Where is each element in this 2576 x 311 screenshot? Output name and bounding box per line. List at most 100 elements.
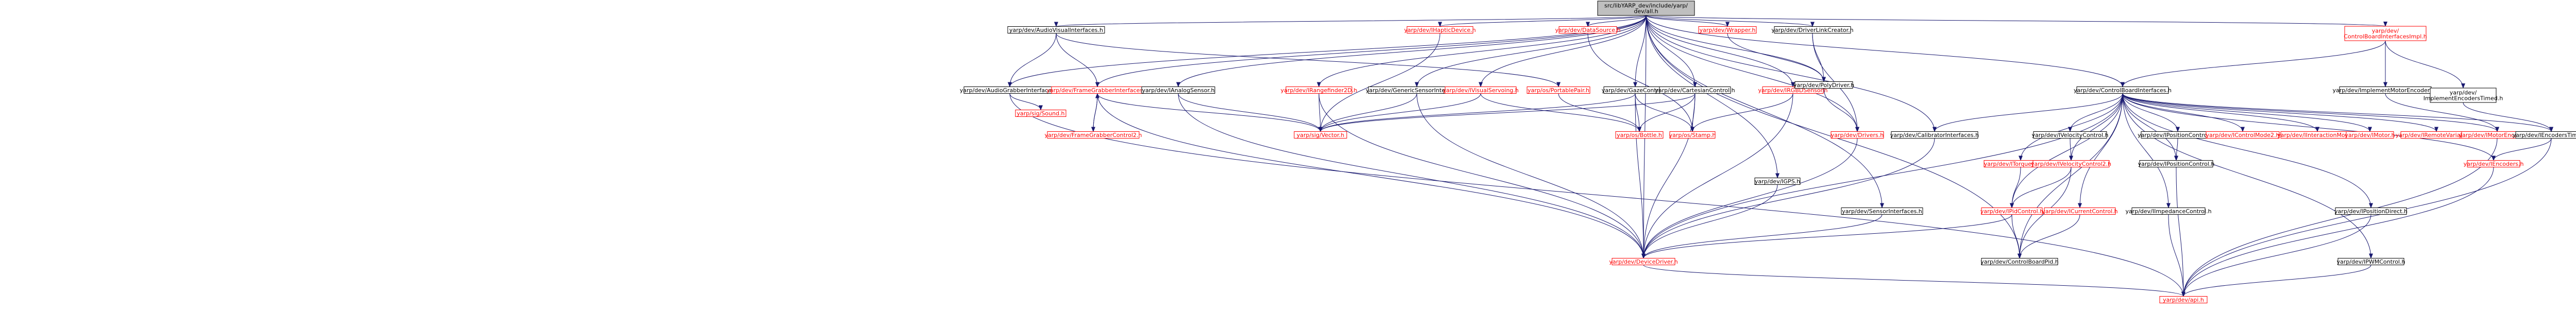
edge-gps-to-devicedriver xyxy=(1641,184,1778,259)
edge-analogsensor-to-vector xyxy=(1178,93,1323,132)
node-api[interactable]: yarp/dev/api.h xyxy=(2159,296,2208,304)
node-box-ivelocity2 xyxy=(2032,160,2110,167)
node-drivers[interactable]: yarp/dev/Drivers.h xyxy=(1831,131,1884,139)
edge-cbi-to-imotor xyxy=(2122,93,2372,132)
edge-root-to-rgbd xyxy=(1646,15,1795,88)
node-haptic[interactable]: yarp/dev/IHapticDevice.h xyxy=(1404,26,1476,34)
node-label-ipositioncontrol: yarp/dev/IPositionControl.h xyxy=(2138,161,2215,167)
node-label-visualservo: yarp/dev/IVisualServoing.h xyxy=(1443,87,1519,94)
node-label-polydriver: yarp/dev/PolyDriver.h xyxy=(1793,82,1854,89)
node-fgcontrol2[interactable]: yarp/dev/FrameGrabberControl2.h xyxy=(1045,131,1142,139)
node-box-iencoders xyxy=(2467,160,2520,167)
node-label-vector: yarp/sig/Vector.h xyxy=(1297,132,1344,139)
edge-ipwm-to-api xyxy=(2181,265,2371,297)
node-cbpid[interactable]: yarp/dev/ControlBoardPid.h xyxy=(1980,258,2059,266)
node-iinteraction[interactable]: yarp/dev/IInteractionMode.h xyxy=(2277,131,2358,139)
node-visualservo[interactable]: yarp/dev/IVisualServoing.h xyxy=(1443,87,1519,94)
edge-ivelocity-to-ivelocity2 xyxy=(2069,138,2073,161)
edge-cartesian-to-vector xyxy=(1318,93,1696,132)
node-icontrolmode[interactable]: yarp/dev/IControlMode2.h xyxy=(2206,131,2280,139)
node-label-icontrolmode: yarp/dev/IControlMode2.h xyxy=(2206,132,2280,139)
node-analogsensor[interactable]: yarp/dev/IAnalogSensor.h xyxy=(1141,87,1215,94)
node-stamp[interactable]: yarp/os/Stamp.h xyxy=(1669,131,1716,139)
node-datasource[interactable]: yarp/dev/DataSource.h xyxy=(1555,26,1621,34)
edge-gazecontrol-to-vector xyxy=(1318,93,1636,132)
edge-cbi-to-ipositioncontrol2 xyxy=(2122,93,2180,132)
node-calibrator[interactable]: yarp/dev/CalibratorInterfaces.h xyxy=(1890,131,1979,139)
node-rangefinder[interactable]: yarp/dev/IRangefinder2D.h xyxy=(1281,87,1358,94)
node-label-ipid: yarp/dev/IPidControl.h xyxy=(1980,208,2043,215)
node-cartesian[interactable]: yarp/dev/CartesianControl.h xyxy=(1655,87,1735,94)
node-sound[interactable]: yarp/sig/Sound.h xyxy=(1015,110,1066,117)
edge-rgbd-to-stamp xyxy=(1690,93,1793,132)
node-box-calibrator xyxy=(1891,131,1978,139)
edge-cbi_impl-to-implenctimed xyxy=(2385,40,2465,89)
node-icurrent[interactable]: yarp/dev/ICurrentControl.h xyxy=(2042,208,2118,215)
node-ipid[interactable]: yarp/dev/IPidControl.h xyxy=(1980,208,2043,215)
node-box-portablepair xyxy=(1527,87,1590,94)
node-devicedriver[interactable]: yarp/dev/DeviceDriver.h xyxy=(1609,258,1678,266)
node-vector[interactable]: yarp/sig/Vector.h xyxy=(1294,131,1347,139)
edge-implenctimed-to-iencoderstimed xyxy=(2463,102,2553,132)
node-bottle[interactable]: yarp/os/Bottle.h xyxy=(1615,131,1664,139)
edge-icurrent-to-cbpid xyxy=(2018,214,2080,259)
node-ipositioncontrol2[interactable]: yarp/dev/IPositionControl2.h xyxy=(2138,131,2218,139)
node-implenctimed[interactable]: yarp/dev/ImplementEncodersTimed.h xyxy=(2424,88,2503,103)
node-box-cbpid xyxy=(1981,258,2058,265)
node-genericsensor[interactable]: yarp/dev/GenericSensorInterfaces.h xyxy=(1366,87,1468,94)
node-portablepair[interactable]: yarp/os/PortablePair.h xyxy=(1527,87,1590,94)
node-label-sensorinterfaces: yarp/dev/SensorInterfaces.h xyxy=(1842,208,1922,215)
node-sensorinterfaces[interactable]: yarp/dev/SensorInterfaces.h xyxy=(1841,208,1923,215)
node-iencoders[interactable]: yarp/dev/IEncoders.h xyxy=(2464,160,2524,168)
node-box-vector xyxy=(1294,131,1347,139)
edge-cbi-to-ipositioncontrol xyxy=(2122,93,2178,161)
node-ivelocity2[interactable]: yarp/dev/IVelocityControl2.h xyxy=(2031,160,2111,168)
node-ipwm[interactable]: yarp/dev/IPWMControl.h xyxy=(2337,258,2405,266)
edge-root-to-analogsensor xyxy=(1176,15,1647,88)
edge-root-to-cbi_impl xyxy=(1646,15,2387,27)
edge-root-to-cartesian xyxy=(1646,15,1697,88)
node-box-implenctimed xyxy=(2430,88,2497,103)
edge-genericsensor-to-devicedriver xyxy=(1416,93,1646,259)
edge-cbi-to-iencoders xyxy=(2122,93,2496,161)
node-ipositiondirect[interactable]: yarp/dev/IPositionDirect.h xyxy=(2334,208,2408,215)
node-ipositioncontrol[interactable]: yarp/dev/IPositionControl.h xyxy=(2138,160,2215,168)
node-cbi_impl[interactable]: yarp/dev/ControlBoardInterfacesImpl.h xyxy=(2344,26,2427,41)
node-label-cbpid: yarp/dev/ControlBoardPid.h xyxy=(1980,258,2058,265)
node-box-haptic xyxy=(1406,26,1473,33)
node-box-rangefinder xyxy=(1285,87,1352,94)
node-implmotorenc[interactable]: yarp/dev/ImplementMotorEncoders.h xyxy=(2333,87,2438,94)
node-box-fgcontrol2 xyxy=(1047,131,1140,139)
node-box-cbi xyxy=(2076,87,2169,94)
node-cbi[interactable]: yarp/dev/ControlBoardInterfaces.h xyxy=(2074,87,2172,94)
node-gps[interactable]: yarp/dev/IGPS.h xyxy=(1754,178,1801,185)
node-label-ipwm: yarp/dev/IPWMControl.h xyxy=(2337,258,2405,265)
edge-framegrabber-to-vector xyxy=(1097,93,1323,132)
node-polydriver[interactable]: yarp/dev/PolyDriver.h xyxy=(1793,81,1854,89)
node-box-cartesian xyxy=(1659,87,1731,94)
node-audiovisual[interactable]: yarp/dev/AudioVisualInterfaces.h xyxy=(1007,26,1105,34)
node-iencoderstimed[interactable]: yarp/dev/IEncodersTimed.h xyxy=(2513,131,2576,139)
node-label-rgbd: yarp/dev/IRGBDSensor.h xyxy=(1758,87,1827,94)
node-label-ivelocity2: yarp/dev/IVelocityControl2.h xyxy=(2031,161,2111,167)
node-label-stamp: yarp/os/Stamp.h xyxy=(1669,132,1716,139)
node-audiograbber[interactable]: yarp/dev/AudioGrabberInterfaces.h xyxy=(960,87,1060,94)
node-imotor[interactable]: yarp/dev/IMotor.h xyxy=(2345,131,2395,139)
node-ivelocity[interactable]: yarp/dev/IVelocityControl.h xyxy=(2031,131,2109,139)
node-label-cbi_impl-line-2: ControlBoardInterfacesImpl.h xyxy=(2344,33,2427,40)
node-framegrabber[interactable]: yarp/dev/FrameGrabberInterfaces.h xyxy=(1046,87,1148,94)
edge-cbi-to-ipid xyxy=(2010,93,2123,209)
node-label-implmotorenc: yarp/dev/ImplementMotorEncoders.h xyxy=(2333,87,2438,94)
edge-datasource-to-stamp xyxy=(1587,33,1694,132)
edge-devicedriver-to-api xyxy=(1643,265,2185,297)
edge-root-to-genericsensor xyxy=(1415,15,1647,88)
node-label-drivercreator: yarp/dev/DriverLinkCreator.h xyxy=(1771,27,1853,33)
node-label-cbi_impl-line-1: yarp/dev/ xyxy=(2372,28,2399,34)
edge-rgbd-to-devicedriver xyxy=(1641,93,1793,259)
edge-framegrabber-to-devicedriver xyxy=(1097,93,1646,259)
edge-audiograbber-to-sound xyxy=(1009,93,1043,111)
edge-root-to-visualservo xyxy=(1479,15,1647,88)
node-wrapper[interactable]: yarp/dev/Wrapper.h xyxy=(1698,26,1757,34)
node-drivercreator[interactable]: yarp/dev/DriverLinkCreator.h xyxy=(1771,26,1854,34)
node-iimpedance[interactable]: yarp/dev/IImpedanceControl.h xyxy=(2125,208,2212,215)
